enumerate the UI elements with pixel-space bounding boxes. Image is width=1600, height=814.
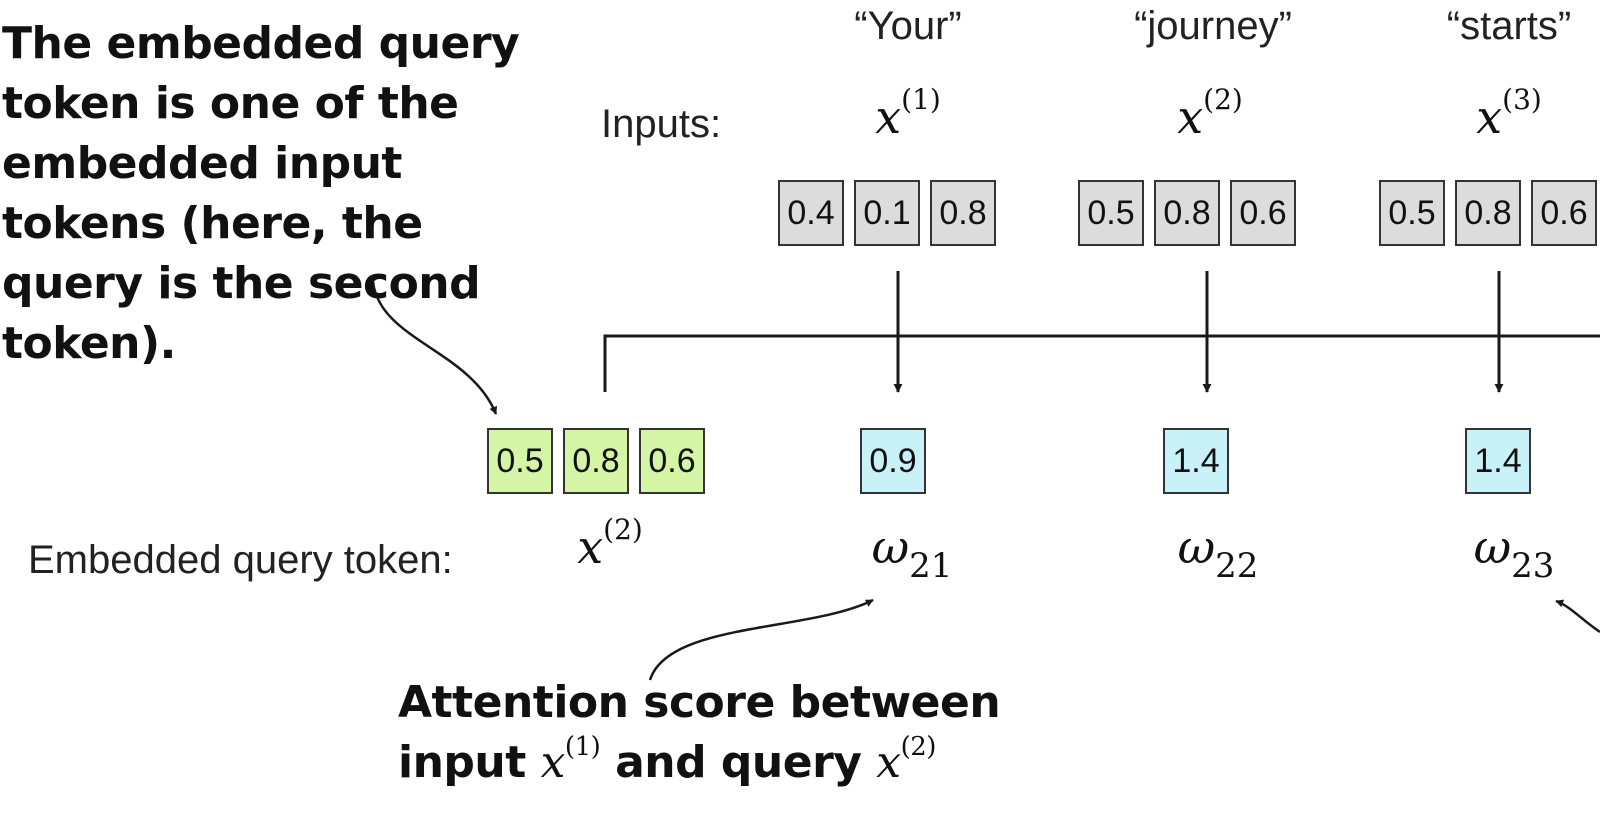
query-value-2: 0.8 xyxy=(563,428,629,494)
score-2-index: 22 xyxy=(1215,546,1259,586)
input-2-value-1: 0.5 xyxy=(1078,180,1144,246)
score-3-variable: ω xyxy=(1473,520,1512,574)
query-bracket-line xyxy=(603,334,1600,392)
input-3-value-1: 0.5 xyxy=(1379,180,1445,246)
query-value-1: 0.5 xyxy=(487,428,553,494)
score-3-note-arrow xyxy=(1555,599,1600,634)
annotation-input-index: (1) xyxy=(564,732,601,762)
query-symbol: x(2) xyxy=(577,516,643,575)
token-word-3: “starts” xyxy=(1446,4,1572,48)
input-vector-2: 0.5 0.8 0.6 xyxy=(1078,180,1296,246)
input-2-index: (2) xyxy=(1203,83,1243,116)
score-box-3: 1.4 xyxy=(1465,428,1531,494)
token-word-1: “Your” xyxy=(854,4,962,48)
input-3-index: (3) xyxy=(1502,83,1542,116)
input-vector-3: 0.5 0.8 0.6 xyxy=(1379,180,1597,246)
input-symbol-2: x(2) xyxy=(1177,86,1243,145)
input-symbol-3: x(3) xyxy=(1476,86,1542,145)
input-1-value-3: 0.8 xyxy=(930,180,996,246)
input-1-value-2: 0.1 xyxy=(854,180,920,246)
score-box-2: 1.4 xyxy=(1163,428,1229,494)
query-index: (2) xyxy=(603,513,643,546)
annotation-query-index: (2) xyxy=(900,732,937,762)
score-1-index: 21 xyxy=(909,546,953,586)
input-3-value-2: 0.8 xyxy=(1455,180,1521,246)
inputs-label: Inputs: xyxy=(601,102,722,146)
score-1-variable: ω xyxy=(871,520,910,574)
annotation-input-variable: x xyxy=(540,737,566,788)
score-note-arrow xyxy=(648,598,874,681)
annotation-prefix: Attention score between input xyxy=(398,677,1001,788)
score-2-variable: ω xyxy=(1177,520,1216,574)
input-2-variable: x xyxy=(1177,90,1204,144)
query-value-3: 0.6 xyxy=(639,428,705,494)
query-token-annotation: The embedded query token is one of the e… xyxy=(2,18,520,369)
score-box-1: 0.9 xyxy=(860,428,926,494)
annotation-query-variable: x xyxy=(876,737,901,788)
score-1-value: 0.9 xyxy=(860,428,926,494)
score-symbol-2: ω22 xyxy=(1177,520,1259,583)
query-variable: x xyxy=(577,520,604,574)
query-label: Embedded query token: xyxy=(28,538,453,582)
score-2-value: 1.4 xyxy=(1163,428,1229,494)
score-symbol-3: ω23 xyxy=(1473,520,1555,583)
query-vector: 0.5 0.8 0.6 xyxy=(487,428,705,494)
input-1-value-1: 0.4 xyxy=(778,180,844,246)
input-symbol-1: x(1) xyxy=(875,86,941,145)
input-1-variable: x xyxy=(875,90,902,144)
input-3-variable: x xyxy=(1476,90,1503,144)
input-1-index: (1) xyxy=(901,83,941,116)
input-vector-1: 0.4 0.1 0.8 xyxy=(778,180,996,246)
score-3-index: 23 xyxy=(1511,546,1555,586)
input-2-value-3: 0.6 xyxy=(1230,180,1296,246)
annotation-middle: and query xyxy=(615,737,862,788)
input-3-value-3: 0.6 xyxy=(1531,180,1597,246)
token-word-2: “journey” xyxy=(1134,4,1292,48)
attention-score-annotation: Attention score between input x(1) and q… xyxy=(398,673,1018,793)
query-note-arrow xyxy=(371,281,498,415)
score-3-value: 1.4 xyxy=(1465,428,1531,494)
score-symbol-1: ω21 xyxy=(871,520,953,583)
input-2-value-2: 0.8 xyxy=(1154,180,1220,246)
